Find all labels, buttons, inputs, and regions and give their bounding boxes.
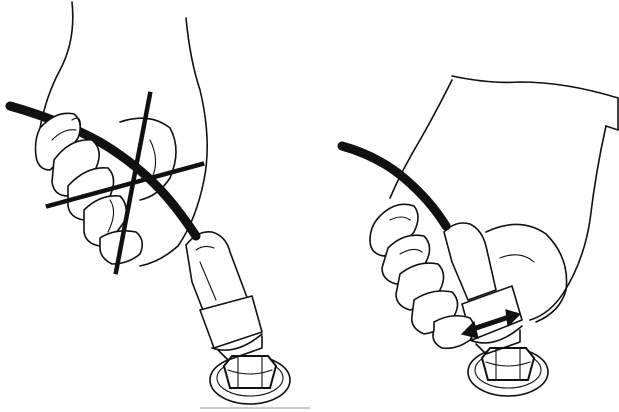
- right-plug-base: [468, 348, 548, 396]
- left-plug-base: [210, 356, 290, 404]
- right-panel-correct: [342, 76, 618, 396]
- left-panel-incorrect: [10, 2, 290, 404]
- left-plug-boot: [186, 232, 262, 360]
- left-hand: [36, 2, 208, 266]
